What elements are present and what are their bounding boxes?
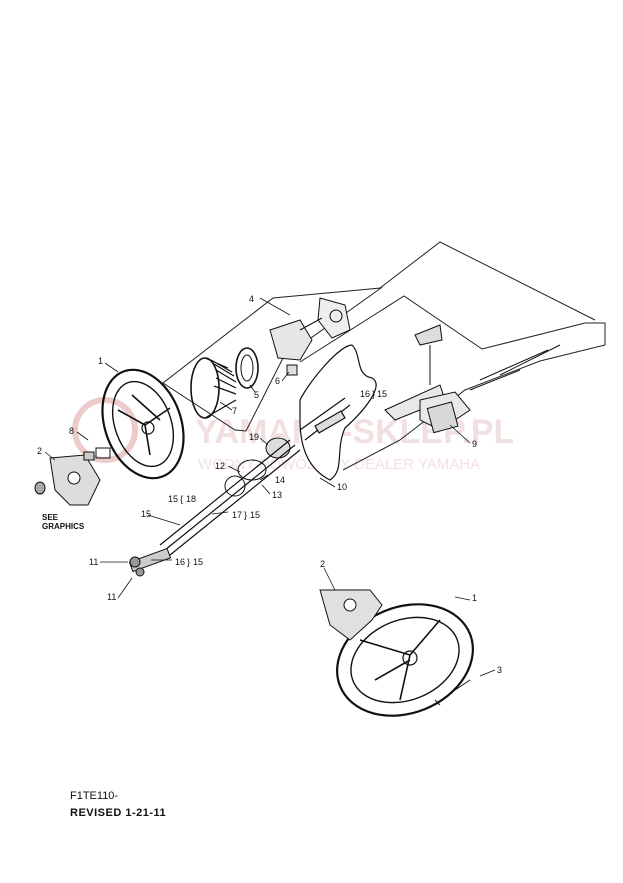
wheel-rim-outer-b	[336, 603, 474, 717]
revision-date: REVISED 1-21-11	[70, 807, 167, 819]
callout-9: 9	[472, 439, 477, 449]
boot-19	[265, 437, 291, 459]
callout-16-b: 16	[175, 557, 185, 567]
see-graphics-line2: GRAPHICS	[42, 522, 85, 531]
callout-5: 5	[254, 390, 259, 400]
cover-10	[299, 344, 377, 481]
steering-wheel-bottom	[319, 589, 474, 717]
callout-17: 17	[232, 510, 242, 520]
callout-2-left: 2	[37, 446, 42, 456]
callout-labels: 1 2 8 4 7 5 6 9 10 19 12 14 13 16 } 15 1…	[37, 294, 502, 675]
callout-17-15: 15	[250, 510, 260, 520]
callout-15-a2: 15	[141, 509, 151, 519]
callout-10: 10	[337, 482, 347, 492]
bracket-assembly-9	[384, 324, 561, 434]
callout-17-sep: }	[244, 510, 247, 520]
callout-16-a: 16	[360, 389, 370, 399]
callout-8: 8	[69, 426, 74, 436]
callout-15-a: 15	[377, 389, 387, 399]
callout-14: 14	[275, 475, 285, 485]
wheel-spokes	[117, 394, 171, 456]
watermark-logo-icon	[72, 397, 138, 463]
callout-1-top: 1	[98, 356, 103, 366]
cover-plate-left	[49, 454, 101, 506]
callout-16-b-sep: }	[187, 557, 190, 567]
callout-11-a: 11	[89, 557, 98, 567]
callout-15-b: 15	[193, 557, 203, 567]
callout-18: 18	[186, 494, 196, 504]
leader-lines	[44, 297, 496, 677]
callout-12: 12	[215, 461, 225, 471]
see-graphics-line1: SEE	[42, 513, 59, 522]
clip-6	[286, 364, 298, 376]
callout-7: 7	[232, 406, 237, 416]
callout-3: 3	[497, 665, 502, 675]
callout-4: 4	[249, 294, 254, 304]
ring-5	[235, 347, 259, 389]
callout-19: 19	[249, 432, 259, 442]
callout-16-a-sep: }	[372, 389, 375, 399]
callout-11-b: 11	[107, 592, 116, 602]
callout-13: 13	[272, 490, 282, 500]
nut-8	[34, 447, 111, 495]
column-assembly	[190, 297, 351, 419]
shaft-assembly	[128, 437, 301, 577]
callout-15-18: 15	[168, 494, 178, 504]
tilt-mechanism-4	[269, 319, 313, 361]
callout-6: 6	[275, 376, 280, 386]
part-code: F1TE110-	[70, 790, 119, 802]
callout-1-bottom: 1	[472, 593, 477, 603]
wheel-rim-inner-b	[350, 616, 460, 704]
bellows-boot-7	[190, 357, 220, 419]
wheel-hub	[141, 421, 155, 435]
callout-2-bottom: 2	[320, 559, 325, 569]
steering-wheel-top	[101, 368, 185, 480]
callout-15-18-sep: {	[180, 494, 183, 504]
wheel-rim-inner	[111, 380, 175, 468]
wheel-rim-outer	[101, 368, 185, 480]
outline-cable-guide	[379, 241, 596, 321]
cover-plate-bottom	[319, 589, 383, 641]
